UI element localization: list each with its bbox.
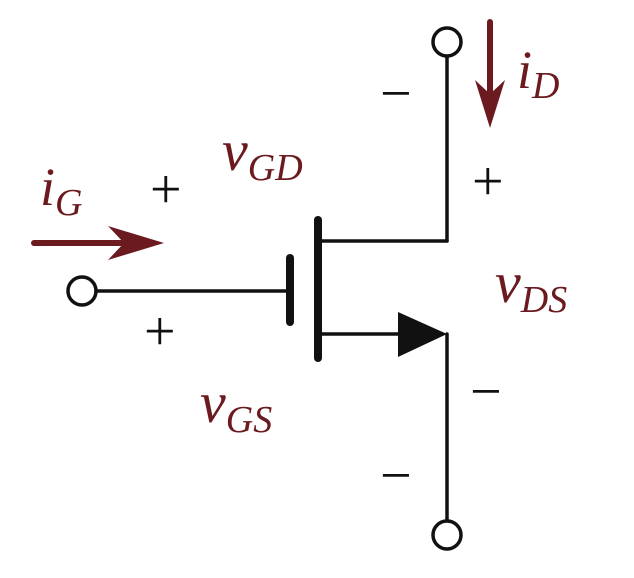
drain-current-arrow-icon [475,80,505,128]
label-vDS: vDS [495,250,567,321]
source-terminal [431,519,463,551]
drain-terminal [431,26,463,58]
label-vGS: vGS [200,370,272,441]
gate-terminal [66,275,98,307]
vGS-minus-sign: − [380,445,412,507]
vDS-plus-sign: + [472,151,504,213]
vGS-plus-sign: + [144,301,176,363]
gate-current-arrow-icon [108,226,164,260]
label-iD: iD [517,40,559,107]
vGD-plus-sign: + [150,159,182,221]
source-arrow-icon [398,312,447,357]
label-vGD: vGD [222,118,303,189]
label-iG: iG [40,157,82,224]
vGD-minus-sign: − [380,63,412,125]
vDS-minus-sign: − [470,361,502,423]
